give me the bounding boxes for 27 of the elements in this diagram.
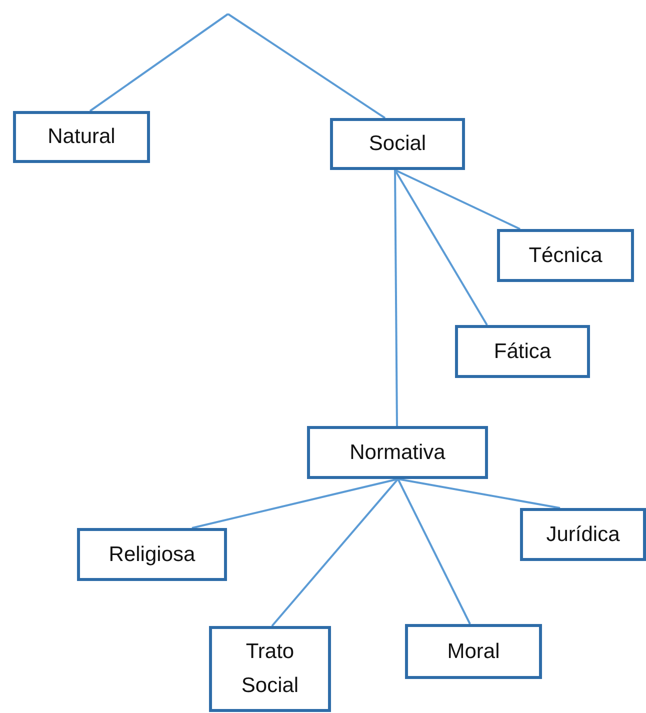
category-box: [77, 528, 227, 581]
category-label: Social: [368, 131, 426, 158]
connector-line: [394, 169, 488, 326]
category-box: [520, 508, 646, 561]
category-label: Jurídica: [546, 522, 620, 548]
connector-line: [397, 478, 471, 624]
connector-line: [89, 13, 229, 112]
category-box: [405, 624, 542, 679]
category-box: [307, 426, 488, 479]
category-box: [330, 118, 465, 170]
category-label: Normativa: [350, 440, 446, 466]
connector-line: [271, 478, 399, 627]
category-label: Religiosa: [108, 542, 196, 568]
category-label: Fática: [494, 338, 552, 365]
category-label: Técnica: [528, 242, 602, 269]
connector-line: [192, 478, 398, 529]
connector-line: [398, 478, 560, 509]
connector-line: [394, 170, 398, 426]
category-label: Moral: [447, 638, 500, 665]
connector-line: [394, 169, 520, 230]
category-box: [13, 111, 150, 163]
category-box: [209, 626, 331, 712]
category-box: [455, 325, 590, 378]
category-box: [497, 229, 634, 282]
connector-line: [227, 13, 386, 119]
category-label: Trato Social: [240, 639, 300, 699]
category-label: Natural: [48, 124, 116, 150]
